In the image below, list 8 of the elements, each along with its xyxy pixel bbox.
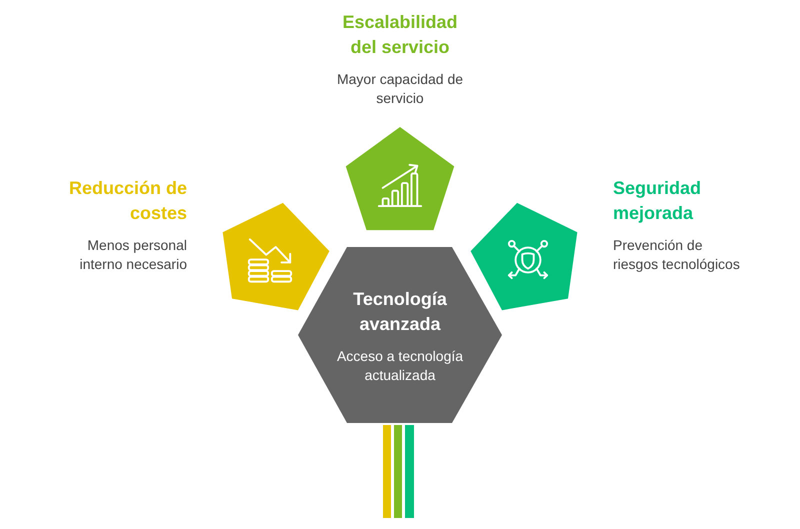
heading: Seguridad mejorada [613,177,702,225]
heading: Tecnología avanzada [352,288,448,336]
heading: Escalabilidad del servicio [341,11,459,59]
description: Mayor capacidad de servicio [336,70,464,108]
description: Acceso a tecnología actualizada [336,347,464,385]
heading: Reducción de costes [68,177,187,225]
description: Menos personal interno necesario [78,236,187,274]
description: Prevención de riesgos tecnológicos [613,236,741,274]
